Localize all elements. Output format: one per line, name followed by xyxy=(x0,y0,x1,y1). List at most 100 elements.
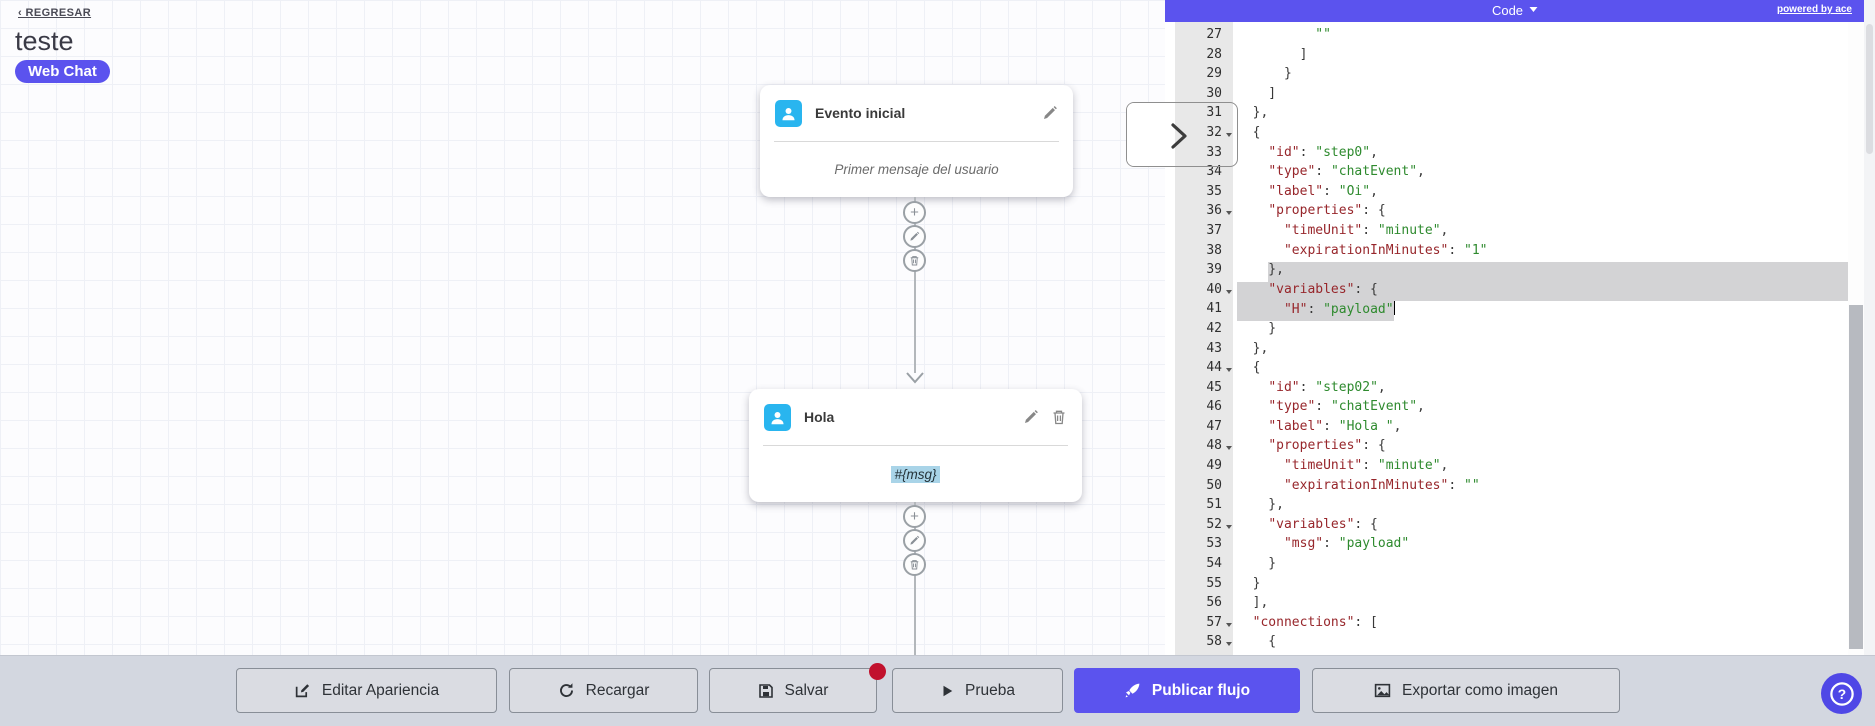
gutter-line-38[interactable]: 38 xyxy=(1206,242,1222,258)
code-line-53[interactable]: "msg": "payload" xyxy=(1283,536,1410,552)
back-link[interactable]: ‹ REGRESAR xyxy=(18,7,92,19)
code-line-39[interactable]: }, xyxy=(1233,262,1848,282)
fold-arrow-icon[interactable] xyxy=(1226,289,1232,297)
gutter-line-44[interactable]: 44 xyxy=(1175,360,1233,380)
code-line-33[interactable]: "id": "step0", xyxy=(1268,144,1378,160)
code-line-49[interactable]: "timeUnit": "minute", xyxy=(1283,458,1449,474)
code-line-55[interactable]: } xyxy=(1237,575,1261,591)
gutter-line-32[interactable]: 32 xyxy=(1175,125,1233,145)
gutter-line-29[interactable]: 29 xyxy=(1206,66,1222,82)
edit-connection-button[interactable] xyxy=(903,225,926,248)
code-line-51[interactable]: }, xyxy=(1237,497,1284,513)
gutter-line-43[interactable]: 43 xyxy=(1206,340,1222,356)
gutter-line-52[interactable]: 52 xyxy=(1175,517,1233,537)
gutter-line-56[interactable]: 56 xyxy=(1206,595,1222,611)
fold-arrow-icon[interactable] xyxy=(1226,446,1232,453)
gutter-line-28[interactable]: 28 xyxy=(1206,46,1222,62)
fold-arrow-icon[interactable] xyxy=(1226,622,1232,630)
code-line-46[interactable]: "type": "chatEvent", xyxy=(1268,399,1425,415)
edit-connection-button[interactable] xyxy=(903,529,926,552)
flow-canvas[interactable]: ‹ REGRESAR teste Web Chat Evento inicial… xyxy=(0,0,1165,655)
code-line-38[interactable]: "expirationInMinutes": "1" xyxy=(1283,242,1488,258)
code-line-58[interactable]: { xyxy=(1237,634,1277,650)
code-line-30[interactable]: ] xyxy=(1237,85,1277,101)
code-line-37[interactable]: "timeUnit": "minute", xyxy=(1283,222,1449,238)
editor-scrollbar-thumb[interactable] xyxy=(1849,305,1863,649)
powered-by-ace-link[interactable]: powered by ace xyxy=(1776,4,1852,15)
code-line-48[interactable]: "properties": { xyxy=(1268,438,1386,454)
gutter-line-49[interactable]: 49 xyxy=(1206,458,1222,474)
publish-flow-button[interactable]: Publicar flujo xyxy=(1074,668,1300,713)
code-line-32[interactable]: { xyxy=(1237,124,1261,140)
code-line-45[interactable]: "id": "step02", xyxy=(1268,379,1386,395)
gutter-line-36[interactable]: 36 xyxy=(1175,203,1233,223)
delete-connection-button[interactable] xyxy=(903,249,926,272)
code-line-42[interactable]: } xyxy=(1237,320,1277,336)
code-line-50[interactable]: "expirationInMinutes": "" xyxy=(1283,477,1480,493)
fold-arrow-icon[interactable] xyxy=(1226,368,1232,375)
code-line-31[interactable]: }, xyxy=(1237,105,1269,121)
gutter-line-58[interactable]: 58 xyxy=(1175,634,1233,654)
code-line-35[interactable]: "label": "Oi", xyxy=(1268,183,1378,199)
code-line-34[interactable]: "type": "chatEvent", xyxy=(1268,164,1425,180)
gutter-line-46[interactable]: 46 xyxy=(1206,399,1222,415)
save-button[interactable]: Salvar xyxy=(709,668,877,713)
add-step-button[interactable]: + xyxy=(903,201,926,224)
gutter-line-27[interactable]: 27 xyxy=(1206,27,1222,42)
gutter-line-30[interactable]: 30 xyxy=(1206,85,1222,101)
fold-arrow-icon[interactable] xyxy=(1226,524,1232,532)
delete-node-icon[interactable] xyxy=(1051,409,1067,425)
gutter-line-34[interactable]: 34 xyxy=(1206,164,1222,180)
gutter-line-41[interactable]: 41 xyxy=(1206,301,1222,317)
code-line-40[interactable]: "variables": { xyxy=(1233,281,1848,302)
gutter-line-33[interactable]: 33 xyxy=(1206,144,1222,160)
gutter-line-48[interactable]: 48 xyxy=(1175,438,1233,458)
gutter-line-39[interactable]: 39 xyxy=(1206,262,1222,278)
gutter-line-47[interactable]: 47 xyxy=(1206,418,1222,434)
code-line-56[interactable]: ], xyxy=(1237,595,1269,611)
export-image-button[interactable]: Exportar como imagen xyxy=(1312,668,1620,713)
edit-node-icon[interactable] xyxy=(1023,409,1039,425)
page-scrollbar-thumb[interactable] xyxy=(1866,24,1873,154)
editor-content[interactable]: "" ] } ] }, { "id": "step0", "type": "ch… xyxy=(1233,22,1848,655)
code-line-41[interactable]: "H": "payload" xyxy=(1233,301,1848,321)
code-line-27[interactable]: "" xyxy=(1315,27,1331,42)
fold-arrow-icon[interactable] xyxy=(1226,642,1232,649)
edit-node-icon[interactable] xyxy=(1042,105,1058,121)
gutter-line-31[interactable]: 31 xyxy=(1206,105,1222,121)
code-mode-dropdown[interactable]: Code xyxy=(1492,3,1538,18)
code-line-29[interactable]: } xyxy=(1237,66,1292,82)
code-line-54[interactable]: } xyxy=(1237,556,1277,572)
gutter-line-53[interactable]: 53 xyxy=(1206,536,1222,552)
gutter-line-45[interactable]: 45 xyxy=(1206,379,1222,395)
edit-appearance-button[interactable]: Editar Apariencia xyxy=(236,668,497,713)
code-line-36[interactable]: "properties": { xyxy=(1268,203,1386,219)
gutter-line-42[interactable]: 42 xyxy=(1206,320,1222,336)
code-line-52[interactable]: "variables": { xyxy=(1268,516,1378,532)
help-button[interactable]: ? xyxy=(1821,673,1862,714)
gutter-line-37[interactable]: 37 xyxy=(1206,222,1222,238)
code-line-43[interactable]: }, xyxy=(1237,340,1269,356)
gutter-line-57[interactable]: 57 xyxy=(1175,615,1233,635)
gutter-line-54[interactable]: 54 xyxy=(1206,556,1222,572)
gutter-line-55[interactable]: 55 xyxy=(1206,575,1222,591)
node-evento-inicial[interactable]: Evento inicial Primer mensaje del usuari… xyxy=(760,85,1073,197)
gutter-line-51[interactable]: 51 xyxy=(1206,497,1222,513)
test-button[interactable]: Prueba xyxy=(892,668,1063,713)
node-hola[interactable]: Hola #{msg} xyxy=(749,389,1082,502)
reload-button[interactable]: Recargar xyxy=(509,668,698,713)
fold-arrow-icon[interactable] xyxy=(1226,211,1232,218)
code-line-44[interactable]: { xyxy=(1237,360,1261,376)
button-label: Editar Apariencia xyxy=(321,681,440,699)
code-line-28[interactable]: ] xyxy=(1237,46,1308,62)
collapse-panel-button[interactable] xyxy=(1126,102,1238,167)
code-line-57[interactable]: "connections": [ xyxy=(1252,614,1378,630)
fold-arrow-icon[interactable] xyxy=(1226,132,1232,140)
gutter-line-50[interactable]: 50 xyxy=(1206,477,1222,493)
gutter-line-40[interactable]: 40 xyxy=(1175,282,1233,302)
gutter-line-35[interactable]: 35 xyxy=(1206,183,1222,199)
unsaved-changes-badge xyxy=(869,663,886,680)
add-step-button[interactable]: + xyxy=(903,505,926,528)
code-line-47[interactable]: "label": "Hola ", xyxy=(1268,418,1402,434)
delete-connection-button[interactable] xyxy=(903,553,926,576)
